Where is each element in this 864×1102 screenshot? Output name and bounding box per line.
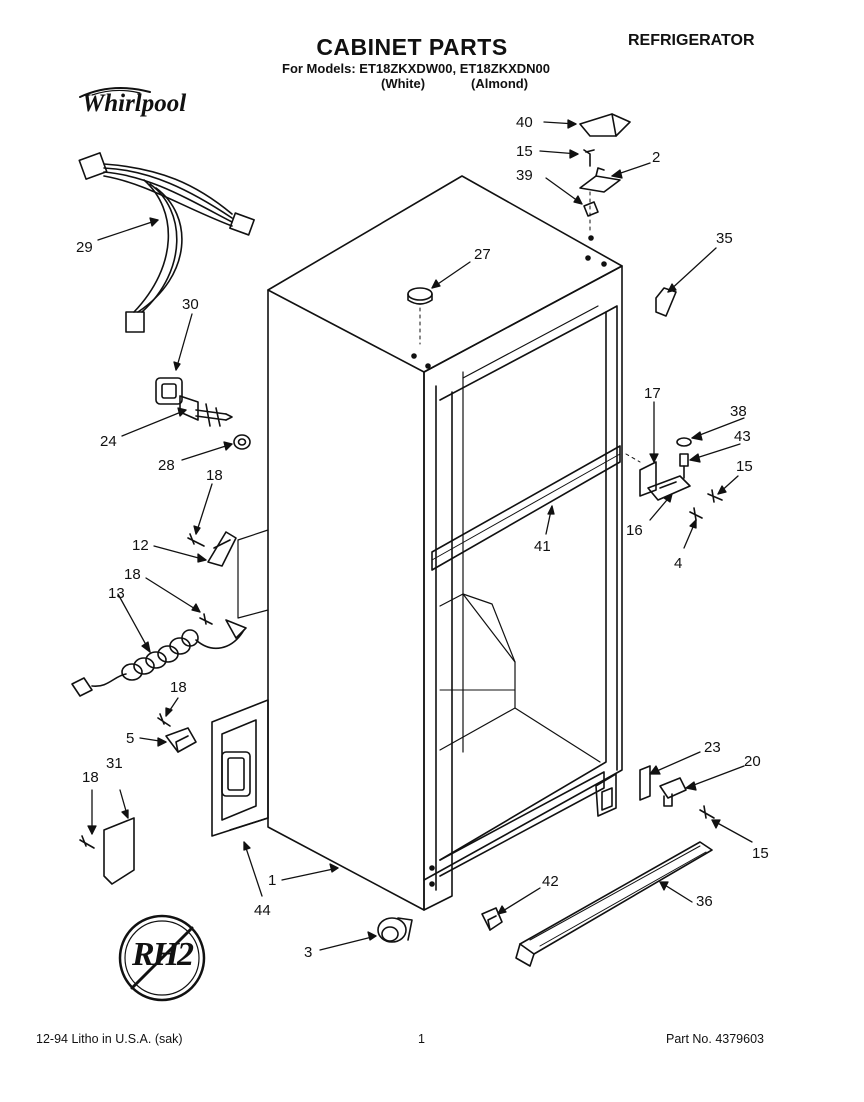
- footer-page-number: 1: [418, 1032, 425, 1046]
- wire-harness: [78, 152, 255, 333]
- leader-lines: [87, 119, 753, 951]
- footer-date-litho: 12-94 Litho in U.S.A. (sak): [36, 1032, 183, 1046]
- callout-15-c: 15: [752, 845, 769, 862]
- callout-28: 28: [158, 457, 175, 474]
- callout-23: 23: [704, 739, 721, 756]
- toe-grille-36: [515, 841, 713, 967]
- variant-almond: (Almond): [471, 76, 529, 91]
- callout-4: 4: [674, 555, 683, 572]
- callout-29: 29: [76, 239, 93, 256]
- callout-31: 31: [106, 755, 123, 772]
- mullion-bar: [431, 445, 621, 571]
- rh2-stamp: [118, 914, 206, 1002]
- callout-13: 13: [108, 585, 125, 602]
- center-hinge-assembly: [625, 437, 723, 521]
- callout-15-b: 15: [736, 458, 753, 475]
- callout-35: 35: [716, 230, 733, 247]
- plug-27: [407, 287, 433, 345]
- callout-40: 40: [516, 114, 533, 131]
- callout-18-a: 18: [206, 467, 223, 484]
- callout-18-b: 18: [124, 566, 141, 583]
- callout-16: 16: [626, 522, 643, 539]
- top-hinge-assembly: [579, 113, 631, 241]
- rear-panel: [237, 529, 269, 619]
- callout-18-d: 18: [82, 769, 99, 786]
- callout-27: 27: [474, 246, 491, 263]
- bottom-hinge-assembly: [595, 765, 715, 819]
- cabinet-body: [267, 175, 623, 911]
- cover-31: [79, 817, 135, 885]
- grommet-assembly: [155, 377, 251, 450]
- models-line: For Models: ET18ZKXDW00, ET18ZKXDN00: [282, 61, 550, 76]
- callout-44: 44: [254, 902, 271, 919]
- callout-18-c: 18: [170, 679, 187, 696]
- callout-3: 3: [304, 944, 313, 961]
- bracket-12: [187, 531, 237, 567]
- callout-15: 15: [516, 143, 533, 160]
- footer-part-number: Part No. 4379603: [666, 1032, 764, 1046]
- callout-41: 41: [534, 538, 551, 555]
- callout-12: 12: [132, 537, 149, 554]
- page-title: CABINET PARTS: [316, 34, 508, 60]
- callout-20: 20: [744, 753, 761, 770]
- power-cord: [71, 613, 247, 697]
- clip-5: [157, 713, 197, 753]
- whirlpool-logo: Whirlpool: [82, 90, 187, 117]
- back-panel-44: [211, 699, 269, 837]
- callout-2: 2: [652, 149, 661, 166]
- stamp-text: RH2: [131, 936, 194, 973]
- logo-swoosh: [79, 87, 151, 98]
- callout-39: 39: [516, 167, 533, 184]
- callout-30: 30: [182, 296, 199, 313]
- callout-24: 24: [100, 433, 117, 450]
- callout-17: 17: [644, 385, 661, 402]
- cap-35: [655, 287, 677, 317]
- callout-43: 43: [734, 428, 751, 445]
- clip-42: [481, 907, 503, 931]
- callout-42: 42: [542, 873, 559, 890]
- category-label: REFRIGERATOR: [628, 32, 755, 49]
- callout-1: 1: [268, 872, 277, 889]
- callout-5: 5: [126, 730, 135, 747]
- variant-white: (White): [381, 76, 426, 91]
- callout-38: 38: [730, 403, 747, 420]
- callout-36: 36: [696, 893, 713, 910]
- roller-3: [377, 917, 413, 943]
